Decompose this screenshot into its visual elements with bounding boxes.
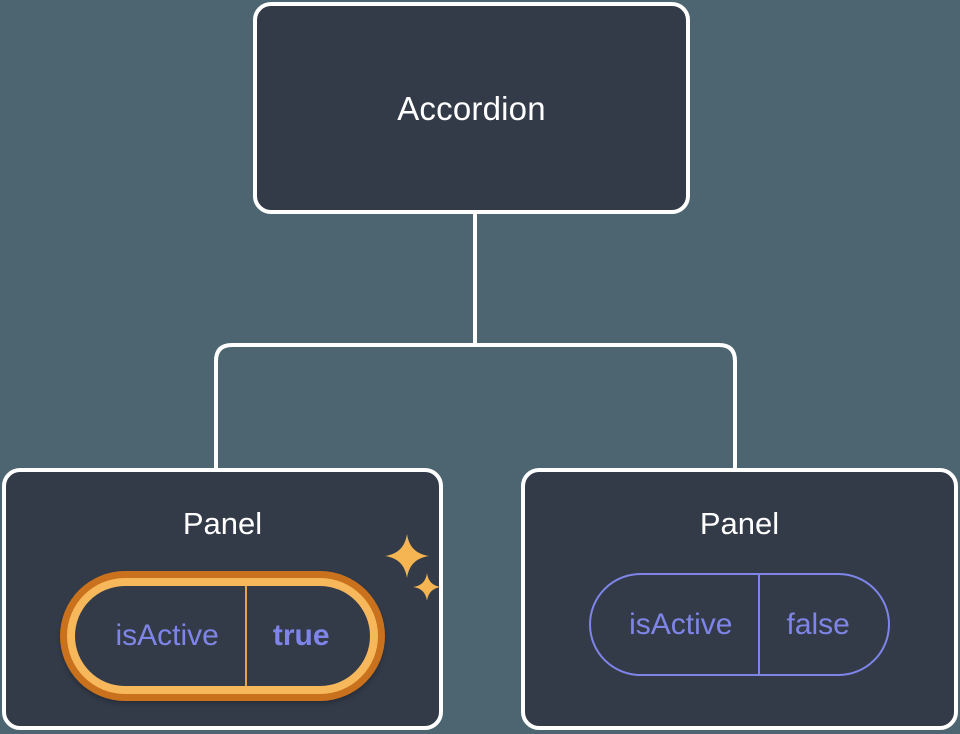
node-panel-inactive[interactable]: Panel isActive false: [521, 468, 958, 730]
prop-pill-inactive[interactable]: isActive false: [589, 573, 890, 676]
connector-to-panel-left: [214, 343, 475, 470]
node-accordion-label: Accordion: [397, 89, 546, 127]
prop-pill-active-glow: isActive true: [60, 571, 385, 701]
prop-pill-active-wrapper: isActive true: [60, 571, 385, 701]
prop-value-isactive-inactive: false: [758, 575, 887, 674]
prop-pill-inactive-wrapper: isActive false: [589, 573, 890, 676]
node-panel-inactive-label: Panel: [699, 506, 780, 541]
node-panel-active-label: Panel: [182, 506, 263, 541]
node-accordion[interactable]: Accordion: [253, 2, 690, 214]
prop-value-isactive-active: true: [244, 586, 370, 686]
connector-to-panel-right: [475, 343, 737, 470]
prop-key-isactive-active: isActive: [115, 619, 219, 652]
prop-key-isactive-inactive: isActive: [629, 607, 733, 641]
prop-pill-active-ring: isActive true: [67, 578, 378, 694]
node-panel-active[interactable]: Panel isActive true: [2, 468, 443, 730]
prop-pill-active[interactable]: isActive true: [75, 586, 370, 686]
